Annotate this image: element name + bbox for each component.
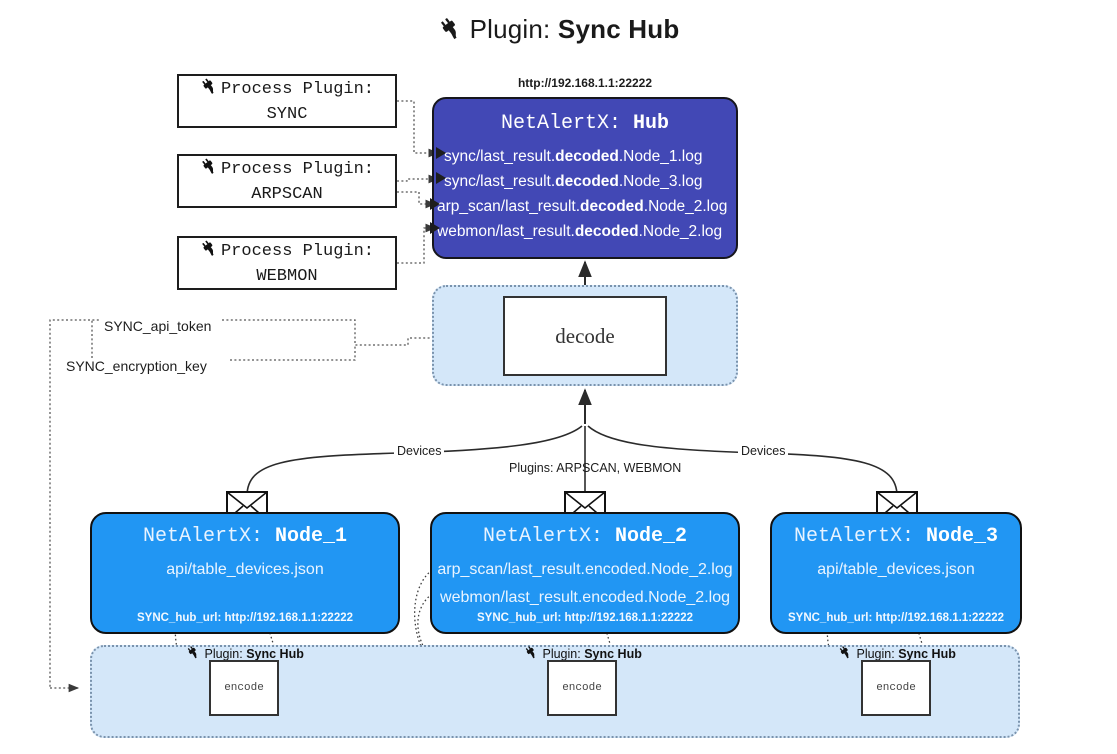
encode-caption-name: Sync Hub <box>584 647 642 661</box>
process-plugin-name: ARPSCAN <box>251 184 323 204</box>
hub-log-post: .Node_3.log <box>618 173 703 190</box>
process-plugin-name: SYNC <box>266 104 308 124</box>
label-plugins-mid: Plugins: ARPSCAN, WEBMON <box>509 461 682 475</box>
hub-log-bold: decoded <box>555 148 619 165</box>
node-2[interactable]: NetAlertX: Node_2 arp_scan/last_result.e… <box>430 512 740 634</box>
plug-icon <box>438 16 464 49</box>
hub-log-pre: sync/last_result. <box>444 148 556 165</box>
hub-log-post: .Node_2.log <box>643 198 728 215</box>
node-line: api/table_devices.json <box>817 561 975 578</box>
node-title-name: Node_1 <box>275 525 348 548</box>
hub-log-bold: decoded <box>580 198 644 215</box>
label-devices-right: Devices <box>738 444 789 458</box>
process-plugin-name: WEBMON <box>256 266 318 286</box>
hub-log-row: sync/last_result.decoded.Node_1.log <box>434 144 736 169</box>
encode-box-1[interactable]: encode <box>209 660 279 716</box>
hub-log-list: sync/last_result.decoded.Node_1.log sync… <box>434 144 736 244</box>
title-prefix: Plugin: <box>469 14 558 44</box>
process-plugin-label: Process Plugin: <box>220 80 375 100</box>
plug-icon <box>200 239 219 266</box>
encode-caption-prefix: Plugin: <box>204 647 247 661</box>
node-1[interactable]: NetAlertX: Node_1 api/table_devices.json… <box>90 512 400 634</box>
node-title: NetAlertX: Node_3 <box>772 525 1020 548</box>
label-sync-api-token: SYNC_api_token <box>101 318 215 334</box>
node-3[interactable]: NetAlertX: Node_3 api/table_devices.json… <box>770 512 1022 634</box>
hub-title-name: Hub <box>633 112 670 135</box>
plug-icon <box>200 77 219 104</box>
process-plugin-label: Process Plugin: <box>220 242 375 262</box>
encode-caption-prefix: Plugin: <box>542 647 585 661</box>
decode-box[interactable]: decode <box>503 296 667 376</box>
encode-caption-1: Plugin: Sync Hub <box>186 645 304 661</box>
node-title-prefix: NetAlertX: <box>482 525 615 548</box>
encode-caption-name: Sync Hub <box>246 647 304 661</box>
node-footer: SYNC_hub_url: http://192.168.1.1:22222 <box>136 612 354 624</box>
hub-url: http://192.168.1.1:22222 <box>517 76 653 90</box>
page-title: Plugin: Sync Hub <box>0 14 1117 49</box>
node-lines: api/table_devices.json <box>772 556 1020 584</box>
encode-box-2[interactable]: encode <box>547 660 617 716</box>
hub-log-bold: decoded <box>555 173 619 190</box>
encode-caption-name: Sync Hub <box>898 647 956 661</box>
node-title-prefix: NetAlertX: <box>793 525 926 548</box>
node-title-name: Node_2 <box>615 525 688 548</box>
node-title: NetAlertX: Node_1 <box>92 525 398 548</box>
process-plugin-arpscan[interactable]: Process Plugin: ARPSCAN <box>177 154 397 208</box>
hub-title-prefix: NetAlertX: <box>500 112 633 135</box>
label-devices-left: Devices <box>394 444 445 458</box>
hub-log-row: webmon/last_result.decoded.Node_2.log <box>434 219 736 244</box>
process-plugin-label: Process Plugin: <box>220 160 375 180</box>
node-line: arp_scan/last_result.encoded.Node_2.log <box>437 561 733 578</box>
hub-log-bold: decoded <box>574 223 639 240</box>
encode-caption-2: Plugin: Sync Hub <box>524 645 642 661</box>
node-footer: SYNC_hub_url: http://192.168.1.1:22222 <box>787 612 1005 624</box>
encode-box-3[interactable]: encode <box>861 660 931 716</box>
hub-node[interactable]: NetAlertX: Hub sync/last_result.decoded.… <box>432 97 738 259</box>
title-name: Sync Hub <box>557 14 680 44</box>
plug-icon <box>186 646 204 661</box>
plug-icon <box>524 646 542 661</box>
node-lines: arp_scan/last_result.encoded.Node_2.log … <box>432 556 738 612</box>
node-line: webmon/last_result.encoded.Node_2.log <box>440 589 730 606</box>
hub-log-pre: webmon/last_result. <box>437 223 575 240</box>
process-plugin-webmon[interactable]: Process Plugin: WEBMON <box>177 236 397 290</box>
hub-log-post: .Node_1.log <box>618 148 703 165</box>
node-title: NetAlertX: Node_2 <box>432 525 738 548</box>
hub-log-row: sync/last_result.decoded.Node_3.log <box>434 169 736 194</box>
hub-title: NetAlertX: Hub <box>434 112 736 135</box>
hub-log-post: .Node_2.log <box>638 223 723 240</box>
hub-log-pre: arp_scan/last_result. <box>437 198 581 215</box>
node-title-prefix: NetAlertX: <box>142 525 275 548</box>
encode-caption-3: Plugin: Sync Hub <box>838 645 956 661</box>
node-footer: SYNC_hub_url: http://192.168.1.1:22222 <box>476 612 694 624</box>
node-line: api/table_devices.json <box>166 561 324 578</box>
hub-log-pre: sync/last_result. <box>444 173 556 190</box>
encode-caption-prefix: Plugin: <box>856 647 899 661</box>
hub-log-row: arp_scan/last_result.decoded.Node_2.log <box>434 194 736 219</box>
node-title-name: Node_3 <box>926 525 999 548</box>
plug-icon <box>838 646 856 661</box>
plug-icon <box>200 157 219 184</box>
node-lines: api/table_devices.json <box>92 556 398 584</box>
process-plugin-sync[interactable]: Process Plugin: SYNC <box>177 74 397 128</box>
label-sync-encryption-key: SYNC_encryption_key <box>63 358 210 374</box>
